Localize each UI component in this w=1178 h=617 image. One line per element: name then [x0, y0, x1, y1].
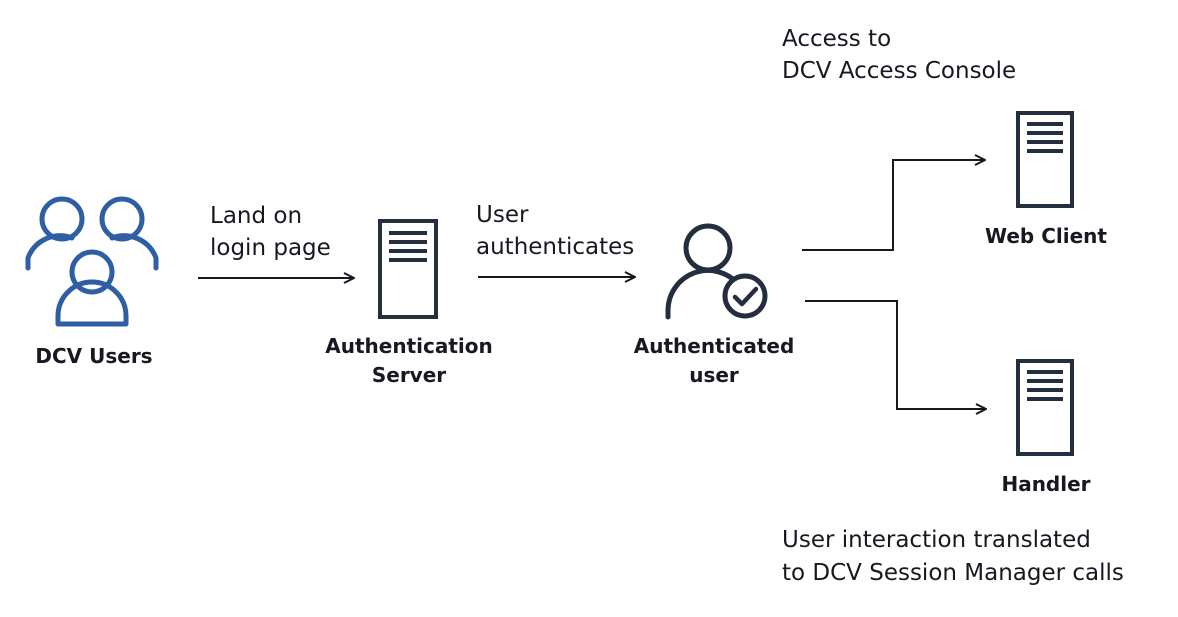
- auth-server-label-line2: Server: [372, 363, 446, 387]
- users-group-icon: [25, 196, 159, 327]
- interaction-annotation-line1: User interaction translated: [782, 527, 1091, 553]
- auth-server-label-line1: Authentication: [325, 334, 492, 358]
- server-icon: [1016, 111, 1074, 208]
- access-annotation-line2: DCV Access Console: [782, 58, 1016, 84]
- access-annotation-line1: Access to: [782, 26, 891, 52]
- arrow-user-to-web-client: [802, 160, 985, 251]
- interaction-annotation-line2: to DCV Session Manager calls: [782, 560, 1124, 586]
- edge-land-line1: Land on: [210, 203, 302, 229]
- users-label: DCV Users: [35, 344, 152, 368]
- user-check-icon: [665, 223, 768, 320]
- edge-land-line2: login page: [210, 235, 331, 261]
- auth-user-label-line1: Authenticated: [634, 334, 795, 358]
- edge-auth-line1: User: [476, 202, 529, 228]
- server-icon: [1016, 359, 1074, 456]
- arrow-user-to-handler: [805, 300, 986, 409]
- web-client-label: Web Client: [985, 224, 1107, 248]
- auth-user-label-line2: user: [689, 363, 739, 387]
- handler-label: Handler: [1001, 472, 1090, 496]
- edge-auth-line2: authenticates: [476, 234, 634, 260]
- server-icon: [378, 219, 438, 319]
